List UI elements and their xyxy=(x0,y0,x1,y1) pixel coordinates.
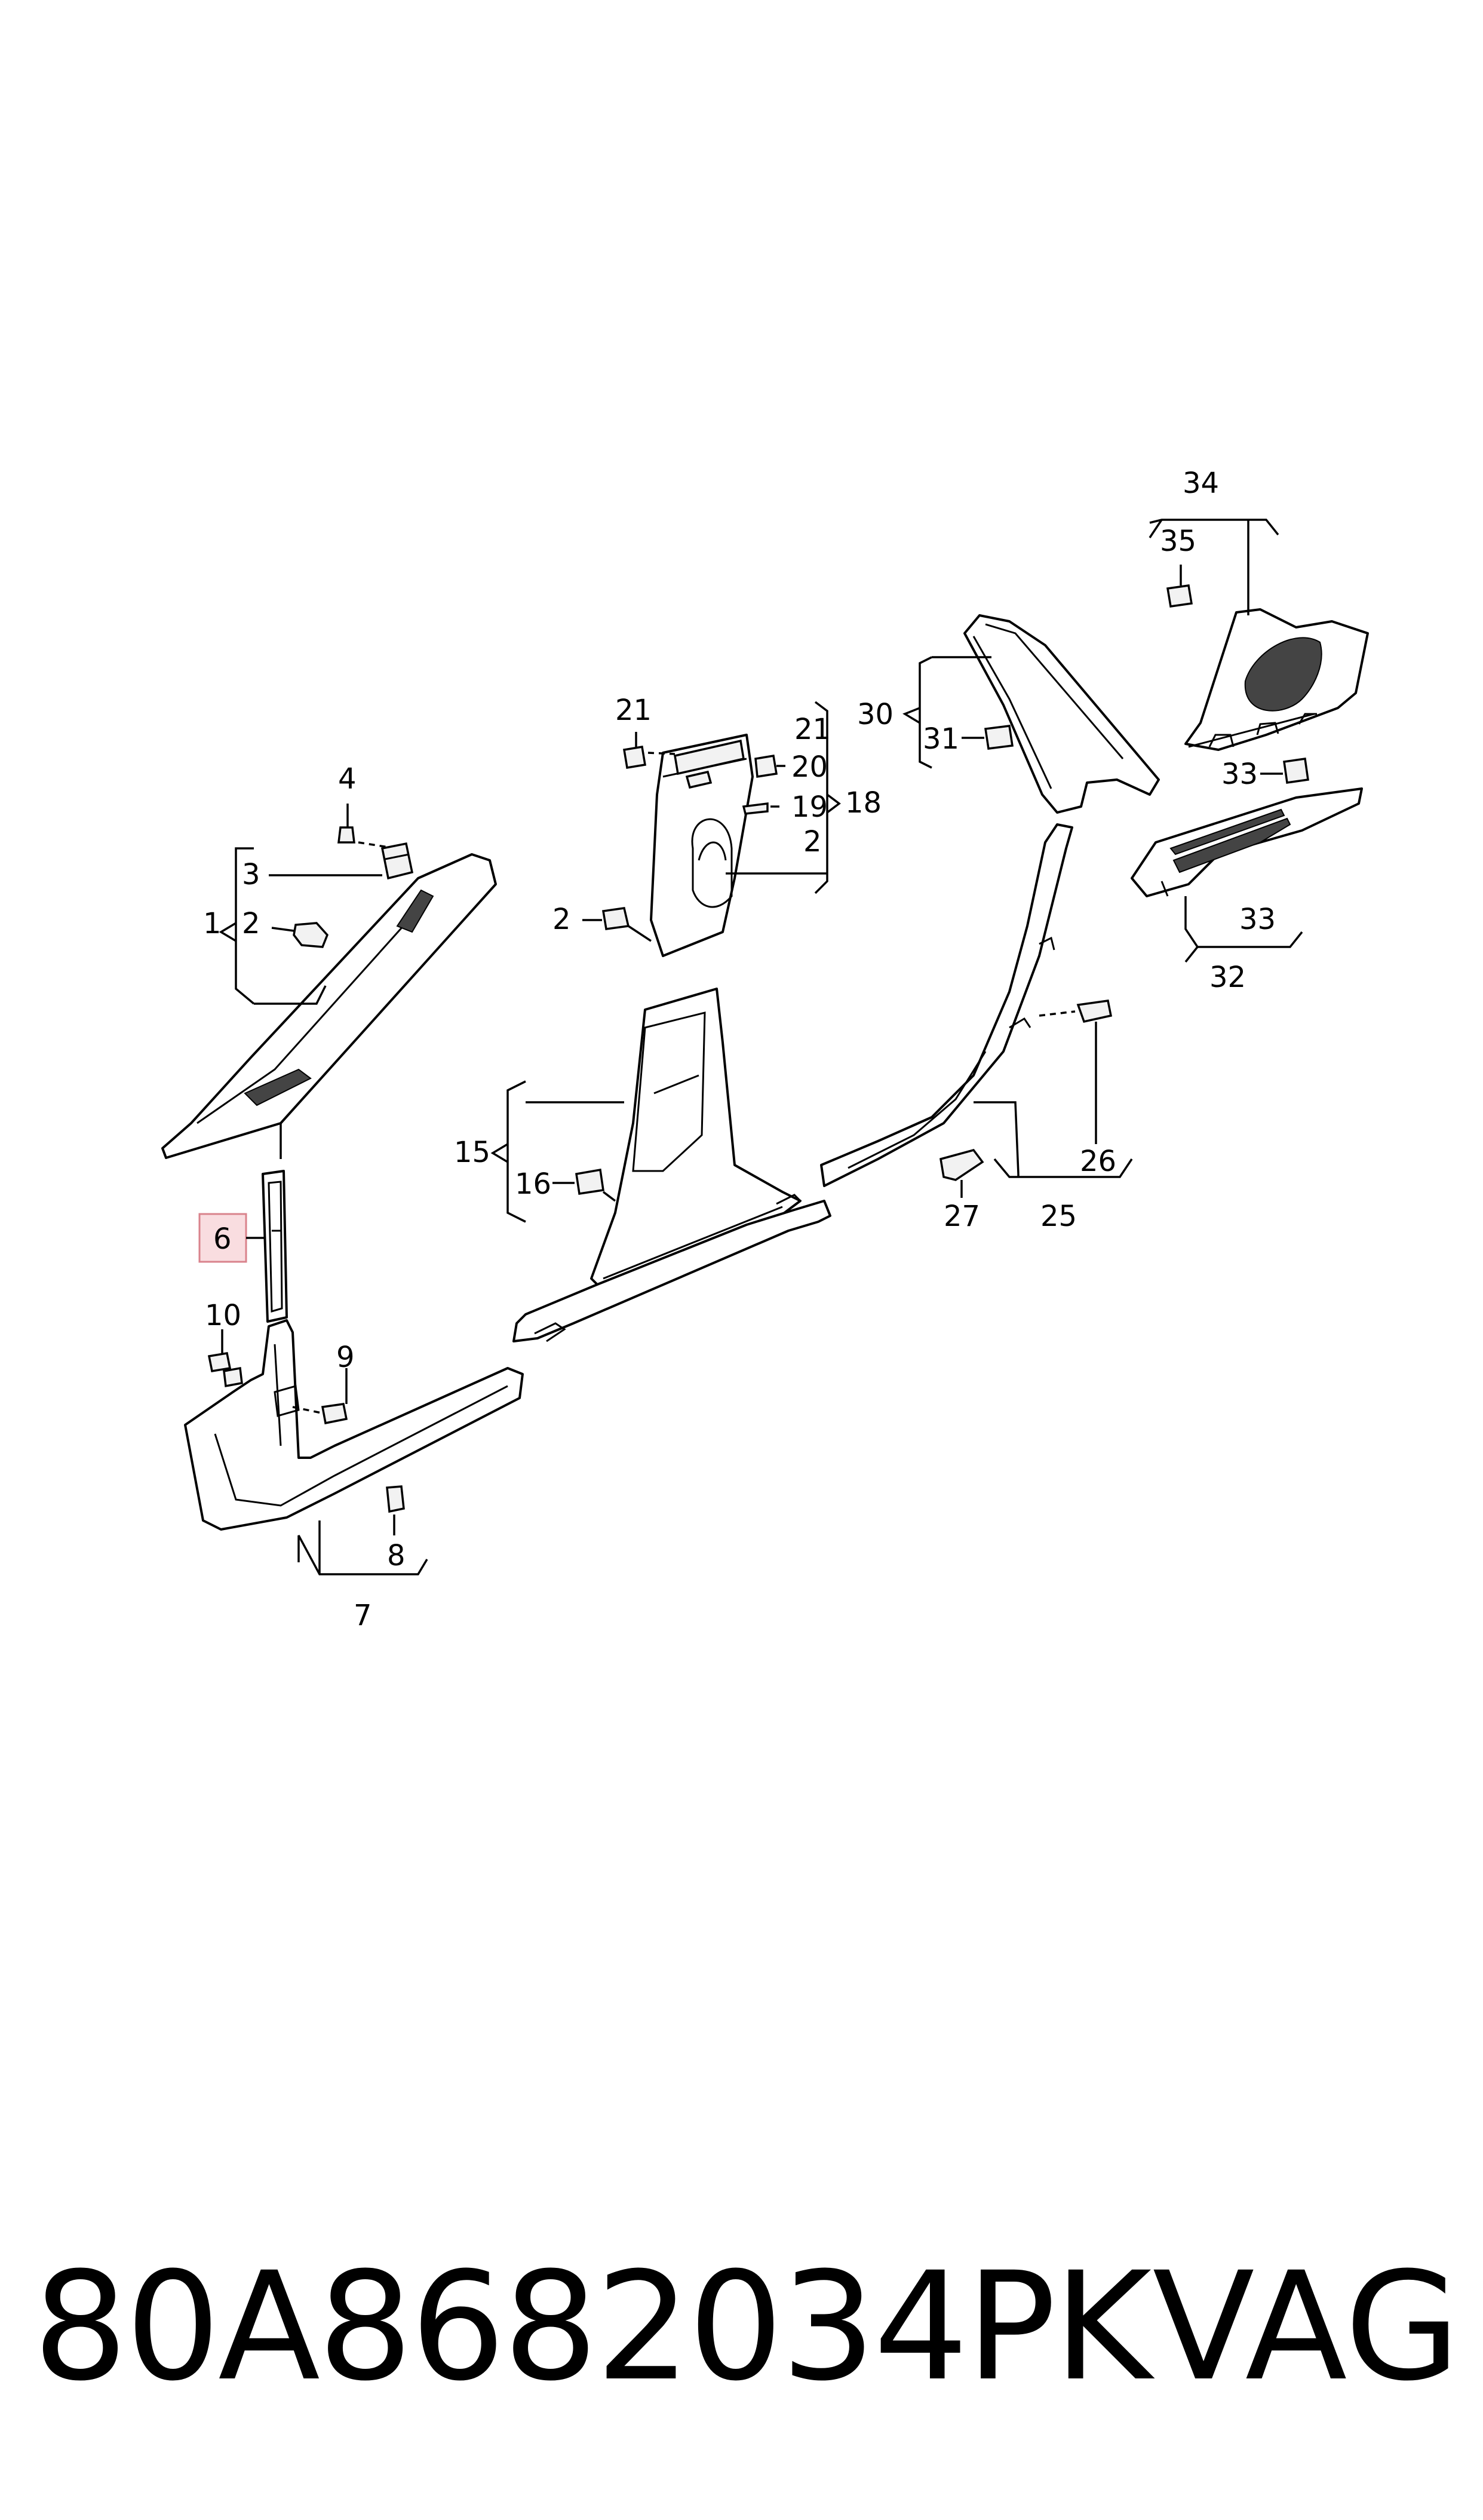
callout-10: 10 xyxy=(205,1299,241,1332)
rear-sill-trim xyxy=(512,1200,831,1342)
callout-33-clip: 33 xyxy=(1221,758,1258,791)
screw-21 xyxy=(622,745,676,770)
callout-2-upper: 2 xyxy=(803,825,822,859)
callout-1: 1 xyxy=(203,907,222,940)
callout-15: 15 xyxy=(454,1136,490,1169)
callout-19: 19 xyxy=(791,790,828,824)
callout-4: 4 xyxy=(338,762,357,796)
callout-31: 31 xyxy=(923,722,959,756)
screw-9 xyxy=(292,1403,348,1425)
clip-10 xyxy=(207,1351,243,1388)
footer: 80A8682034PK VAG xyxy=(33,2237,1460,2417)
callout-30: 30 xyxy=(857,698,894,731)
callout-26: 26 xyxy=(1080,1145,1116,1178)
callout-7: 7 xyxy=(354,1599,372,1632)
pin-19 xyxy=(742,802,769,815)
callout-21: 21 xyxy=(794,713,831,746)
callout-27: 27 xyxy=(944,1200,980,1233)
callout-35: 35 xyxy=(1160,525,1196,558)
callout-18: 18 xyxy=(845,786,882,820)
clip-16 xyxy=(575,1168,604,1195)
callout-6-highlight xyxy=(198,1213,247,1263)
wheel-arch-trim xyxy=(820,823,1073,1187)
brand-name: VAG xyxy=(1152,2240,1460,2414)
callout-21-screw: 21 xyxy=(615,694,652,727)
callout-2: 2 xyxy=(242,907,260,940)
callout-25: 25 xyxy=(1040,1200,1077,1233)
clip-31 xyxy=(984,725,1014,750)
c-pillar-trim xyxy=(963,614,1160,814)
callout-16: 16 xyxy=(515,1167,551,1201)
clip-8 xyxy=(386,1485,405,1513)
callout-2-b-pillar: 2 xyxy=(552,903,571,936)
callout-9: 9 xyxy=(336,1341,355,1374)
a-pillar-clip xyxy=(293,922,329,948)
part-number: 80A8682034PK xyxy=(33,2240,1152,2414)
callout-3: 3 xyxy=(242,858,260,891)
clip-20 xyxy=(754,754,778,778)
callout-8: 8 xyxy=(387,1539,406,1572)
front-sill-trim xyxy=(184,1319,524,1531)
callout-32: 32 xyxy=(1209,961,1246,994)
callout-6: 6 xyxy=(213,1222,232,1256)
seatbelt-guide-21 xyxy=(674,739,745,789)
pillar-cover-6 xyxy=(262,1170,288,1323)
callout-33: 33 xyxy=(1239,903,1276,936)
clip-35 xyxy=(1166,584,1193,608)
screw-4 xyxy=(337,826,389,848)
b-pillar-lower-trim xyxy=(590,988,802,1292)
a-pillar-bracket xyxy=(380,842,414,880)
luggage-sill-cover xyxy=(1131,787,1363,897)
a-pillar-trim xyxy=(161,853,497,1159)
clip-2b xyxy=(601,907,630,930)
clip-33 xyxy=(1283,758,1309,784)
callout-34: 34 xyxy=(1183,467,1219,500)
clip-27 xyxy=(939,1148,984,1181)
rear-side-trim-speaker xyxy=(1184,608,1369,751)
clip-26 xyxy=(1039,1000,1113,1023)
callout-20: 20 xyxy=(791,750,828,784)
